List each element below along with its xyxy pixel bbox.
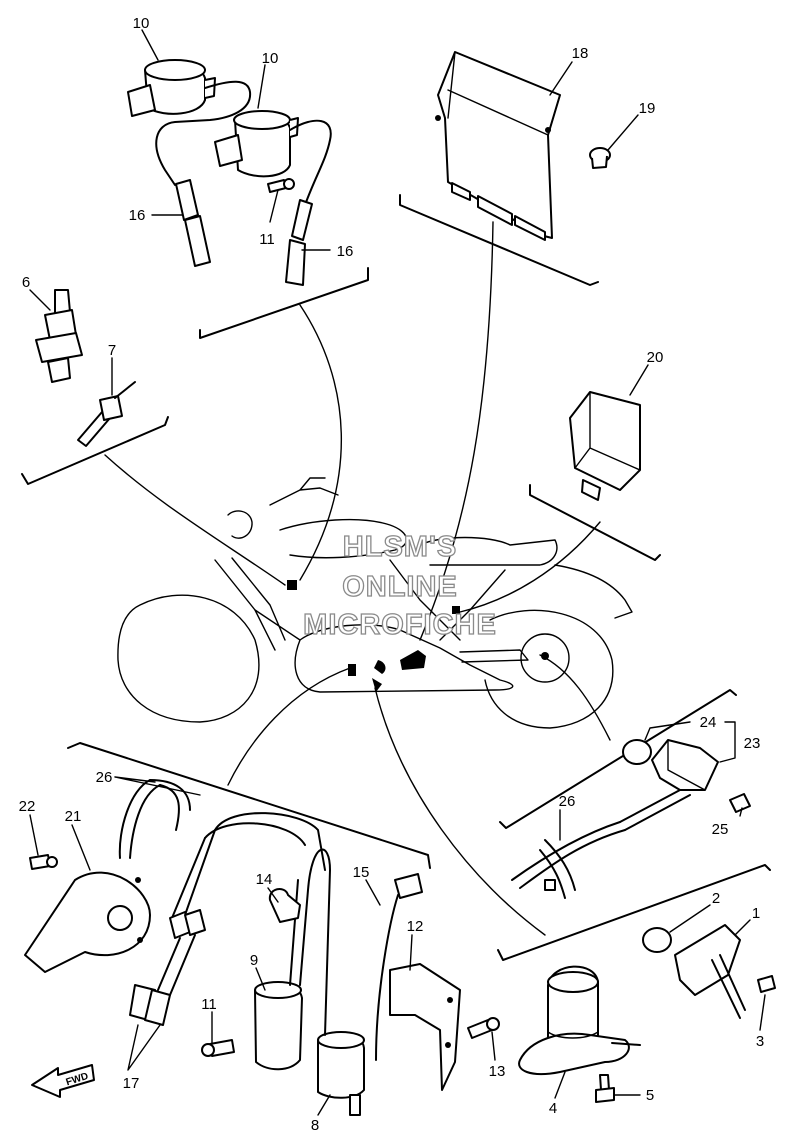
temperature-sender [35, 289, 83, 383]
bracket-sensors [21, 416, 169, 485]
callout-leaders [29, 29, 766, 1116]
leader-coils [299, 304, 342, 581]
callout-23: 23 [744, 735, 761, 752]
bracket-ignition-coils [199, 267, 369, 339]
callout-13: 13 [489, 1063, 506, 1080]
callout-26-right: 26 [559, 793, 576, 810]
relay-unit [569, 391, 641, 501]
leader-fuel-pump [374, 687, 546, 936]
bracket-neutral-switch [499, 689, 737, 829]
bracket-relay [529, 484, 661, 561]
ignition-coil-upper [127, 59, 252, 267]
callout-21: 21 [65, 808, 82, 825]
callout-22: 22 [19, 798, 36, 815]
callout-17: 17 [123, 1075, 140, 1092]
fwd-arrow-icon: FWD [31, 1064, 95, 1098]
frame [254, 559, 506, 641]
leader-lower-left [227, 667, 351, 786]
callout-25: 25 [712, 821, 729, 838]
callout-14: 14 [256, 871, 273, 888]
watermark-line1: HLSM'S [343, 531, 457, 563]
engine-block [294, 624, 514, 693]
motorcycle-silhouette [117, 477, 633, 729]
seat [419, 536, 558, 566]
callout-1: 1 [752, 905, 760, 922]
callout-9: 9 [250, 952, 258, 969]
front-fork [214, 557, 286, 651]
callout-15: 15 [353, 864, 370, 881]
callout-16-left: 16 [129, 207, 146, 224]
neutral-switch [511, 739, 751, 899]
coil-clip [268, 888, 301, 923]
callout-18: 18 [572, 45, 589, 62]
leader-sensors [104, 454, 286, 586]
callout-10-lower: 10 [262, 50, 279, 67]
mark-d [374, 660, 386, 674]
rear-fender [554, 564, 633, 619]
leader-neutral [539, 654, 611, 741]
mark-g [541, 652, 549, 660]
fuel-sender-plate [642, 924, 776, 1019]
headlight [227, 510, 253, 539]
callout-26-left: 26 [96, 769, 113, 786]
mark-e [348, 664, 356, 676]
fuel-pump-bolt [595, 1074, 615, 1103]
ignition-coil-pair [129, 812, 365, 1116]
callout-16-right: 16 [337, 243, 354, 260]
callout-20: 20 [647, 349, 664, 366]
callout-11-lower: 11 [201, 996, 217, 1013]
rear-wheel [484, 609, 614, 729]
callout-4: 4 [549, 1100, 557, 1117]
bracket-ecu [399, 194, 599, 286]
coil-bolt [267, 178, 295, 193]
watermark-line2: ONLINE [342, 571, 458, 603]
leader-relay [459, 521, 601, 613]
exhaust [459, 649, 529, 663]
callout-3: 3 [756, 1033, 764, 1050]
callout-12: 12 [407, 918, 424, 935]
callout-11-upper: 11 [259, 231, 275, 248]
coil-bolt-lower [201, 1039, 235, 1057]
fuel-pump [518, 965, 641, 1076]
mark-b [452, 606, 460, 614]
callout-6: 6 [22, 274, 30, 291]
ecu-unit [435, 51, 561, 241]
thermo-switch [77, 381, 136, 447]
pickup-bolt [29, 854, 58, 870]
pickup-coil [24, 779, 191, 973]
watermark-line3: MICROFICHE [303, 609, 497, 641]
ecu-screw [589, 147, 611, 169]
ignition-coil-lower [214, 110, 332, 286]
callout-5: 5 [646, 1087, 654, 1104]
callout-7: 7 [108, 342, 116, 359]
mark-f [372, 678, 382, 692]
rear-hub [520, 633, 570, 683]
handlebar [269, 477, 339, 506]
fuel-tank [279, 518, 408, 559]
callout-2: 2 [712, 890, 720, 907]
bracket-fuel-pump [497, 864, 771, 961]
mark-a [287, 580, 297, 590]
mark-c [400, 650, 426, 670]
mounting-bracket [389, 963, 461, 1091]
callout-8: 8 [311, 1117, 319, 1134]
callout-24: 24 [700, 714, 717, 731]
bracket-lower-left [67, 742, 431, 869]
callout-10-upper: 10 [133, 15, 150, 32]
front-wheel [117, 594, 260, 723]
leader-ecu [419, 221, 494, 641]
harness-connector [375, 873, 423, 1061]
callout-19: 19 [639, 100, 656, 117]
bracket-bolt [467, 1017, 500, 1039]
